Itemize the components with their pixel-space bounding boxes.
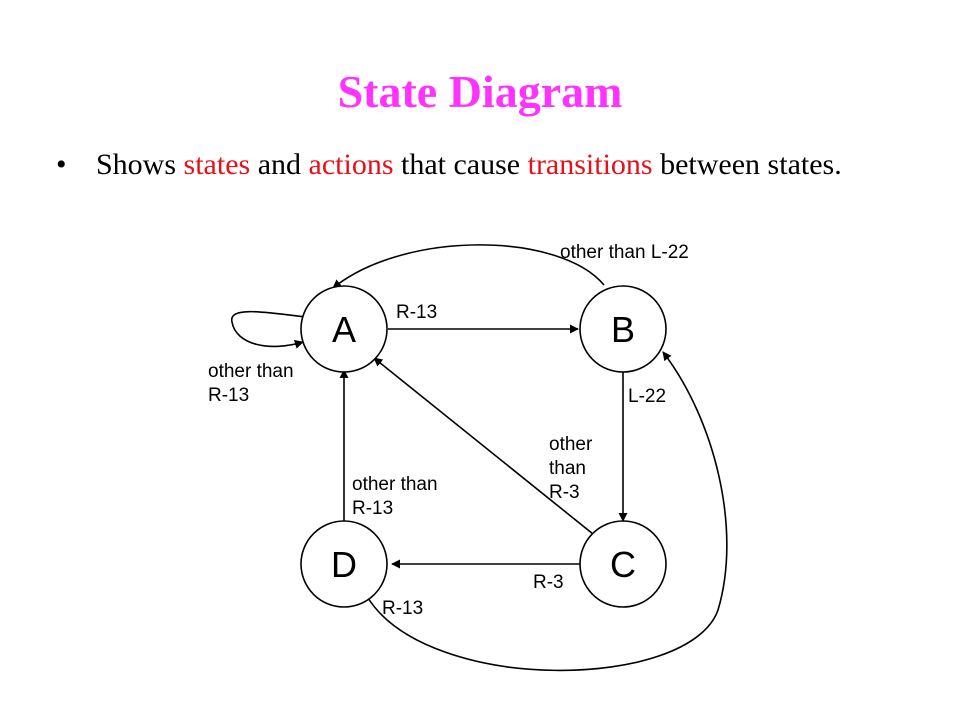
label-b-to-c: L-22 [628,386,666,407]
bullet-text-part: between states. [652,148,842,181]
state-label-b: B [611,309,635,350]
label-a-self-line1: other than [208,361,294,382]
label-c-to-d: R-3 [533,572,564,593]
bullet-text-highlight: transitions [527,148,653,181]
bullet-text-part: that cause [393,148,528,181]
bullet-text-highlight: states [183,148,251,181]
bullet-text-part: Shows [96,148,184,181]
label-b-to-a: other than L-22 [560,242,689,263]
bullet-text-highlight: actions [308,148,394,181]
label-d-to-a-line1: other than [352,474,438,495]
state-label-a: A [332,309,356,350]
bullet-text: Shows states and actions that cause tran… [96,145,876,185]
transition-b-to-a [332,244,605,289]
label-c-to-a-line2: than [549,458,586,479]
transition-a-self-loop [231,310,306,349]
state-node-a: A [300,285,388,373]
state-label-d: D [331,544,357,585]
label-d-to-b: R-13 [382,598,423,619]
label-c-to-a-line3: R-3 [549,482,580,503]
label-a-to-b: R-13 [396,302,437,323]
label-d-to-a-line2: R-13 [352,498,393,519]
state-node-d: D [300,520,388,608]
label-a-self-line2: R-13 [208,385,249,406]
bullet-text-part: and [250,148,309,181]
state-label-c: C [610,544,636,585]
bullet-dot: • [56,148,67,181]
slide-title: State Diagram [337,66,623,117]
label-c-to-a-line1: other [549,434,593,455]
transition-c-to-a [373,357,594,535]
transition-d-to-b [367,351,728,672]
state-node-b: B [579,285,667,373]
state-node-c: C [579,520,667,608]
